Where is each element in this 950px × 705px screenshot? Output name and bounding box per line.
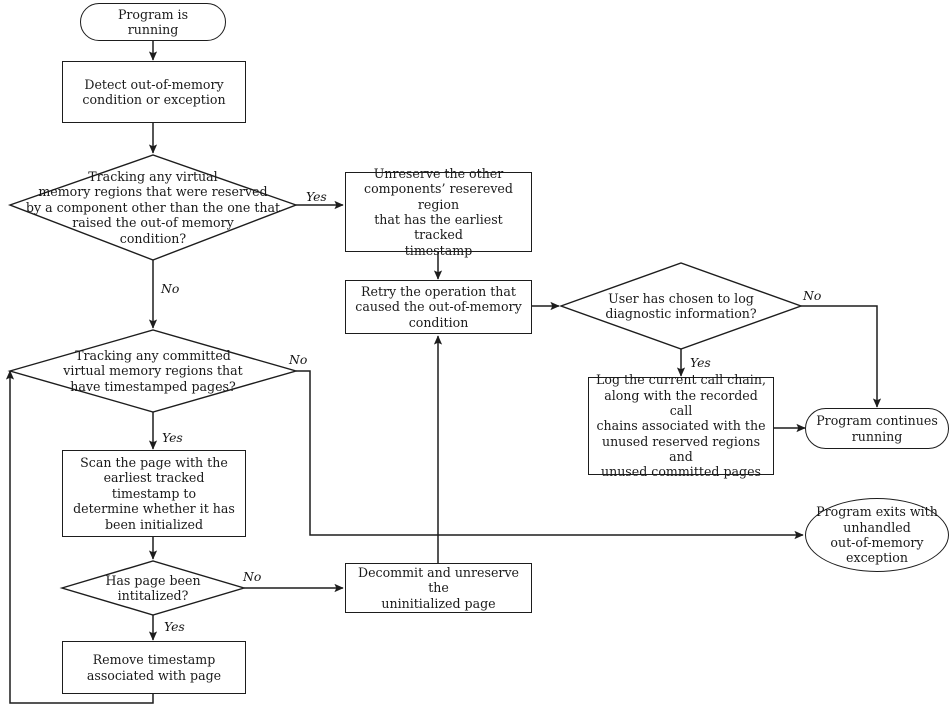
edge-label-committed-yes: Yes: [162, 430, 183, 445]
node-decision-page-initialized-label: Has page been intitalized?: [105, 572, 201, 603]
node-decision-tracking-reserved-label: Tracking any virtual memory regions that…: [25, 169, 281, 246]
node-program-running-label: Program is running: [117, 6, 189, 37]
node-unreserve-other-components[interactable]: Unreserve the other components’ resereve…: [345, 166, 532, 258]
node-decision-user-log[interactable]: User has chosen to log diagnostic inform…: [561, 263, 801, 349]
node-log-call-chain[interactable]: Log the current call chain, along with t…: [588, 372, 774, 479]
node-program-continues[interactable]: Program continues running: [805, 408, 949, 449]
edge-label-log-no: No: [803, 288, 822, 303]
node-program-continues-label: Program continues running: [816, 413, 938, 444]
node-decommit-unreserve-label: Decommit and unreserve the uninitialized…: [357, 564, 520, 611]
node-detect-oom[interactable]: Detect out-of-memory condition or except…: [62, 61, 246, 123]
node-program-exits-label: Program exits with unhandled out-of-memo…: [816, 504, 938, 566]
edge-label-reserved-no: No: [161, 281, 180, 296]
node-retry-operation-label: Retry the operation that caused the out-…: [355, 283, 522, 330]
node-scan-page-label: Scan the page with the earliest tracked …: [73, 455, 235, 532]
node-remove-timestamp[interactable]: Remove timestamp associated with page: [62, 641, 246, 694]
node-unreserve-other-components-label: Unreserve the other components’ resereve…: [364, 165, 513, 258]
edge-dlog-no-to-continues: [801, 305, 882, 408]
node-scan-page[interactable]: Scan the page with the earliest tracked …: [62, 450, 246, 537]
edge-label-reserved-yes: Yes: [306, 189, 327, 204]
edge-label-committed-no: No: [289, 352, 308, 367]
node-decision-tracking-committed[interactable]: Tracking any committed virtual memory re…: [10, 330, 296, 412]
node-retry-operation[interactable]: Retry the operation that caused the out-…: [345, 280, 532, 334]
node-detect-oom-label: Detect out-of-memory condition or except…: [82, 76, 226, 107]
node-decision-tracking-reserved[interactable]: Tracking any virtual memory regions that…: [10, 155, 296, 260]
node-program-exits[interactable]: Program exits with unhandled out-of-memo…: [805, 498, 949, 572]
node-remove-timestamp-label: Remove timestamp associated with page: [86, 652, 222, 683]
node-program-running[interactable]: Program is running: [80, 3, 226, 41]
node-decommit-unreserve[interactable]: Decommit and unreserve the uninitialized…: [345, 563, 532, 613]
node-decision-tracking-committed-label: Tracking any committed virtual memory re…: [63, 347, 243, 394]
edge-label-page-no: No: [243, 569, 262, 584]
edge-label-log-yes: Yes: [690, 355, 711, 370]
edge-label-page-yes: Yes: [164, 619, 185, 634]
node-decision-user-log-label: User has chosen to log diagnostic inform…: [605, 290, 757, 321]
node-log-call-chain-label: Log the current call chain, along with t…: [596, 372, 766, 480]
node-decision-page-initialized[interactable]: Has page been intitalized?: [62, 561, 244, 615]
